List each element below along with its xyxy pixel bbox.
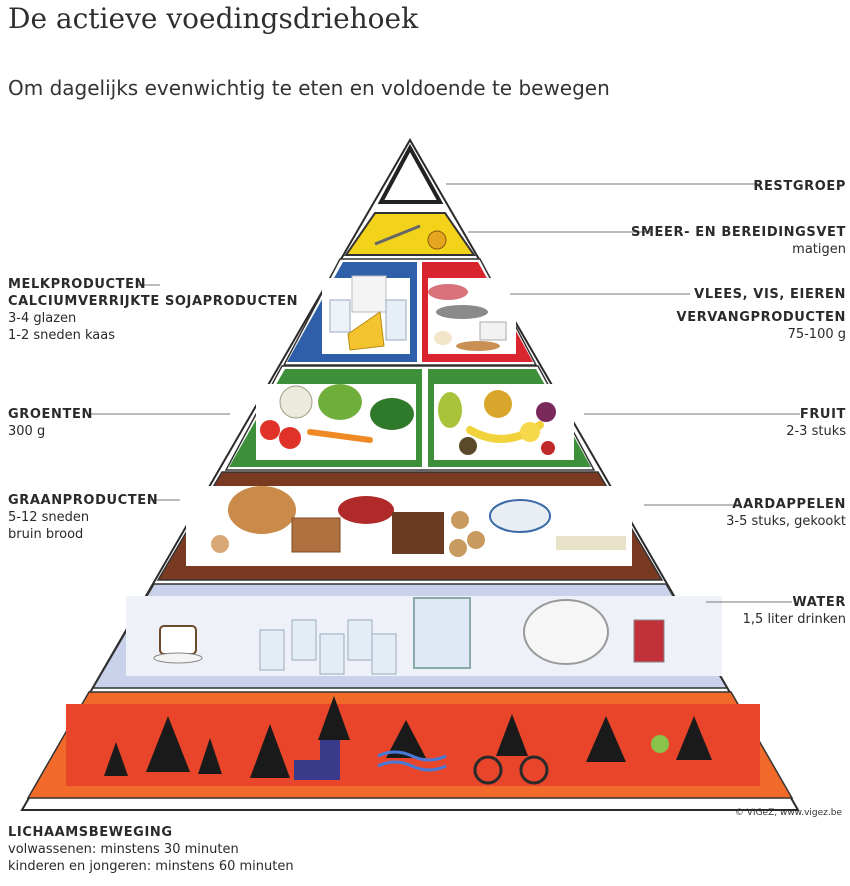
label-aardappelen: AARDAPPELEN 3-5 stuks, gekookt xyxy=(726,496,846,530)
broccoli-shape xyxy=(370,398,414,430)
label-lichaamsbeweging: LICHAAMSBEWEGING volwassenen: minstens 3… xyxy=(8,824,294,875)
leader-lines xyxy=(90,183,800,603)
page-subtitle: Om dagelijks evenwichtig te eten en vold… xyxy=(8,76,610,100)
bicycle-wheel-1 xyxy=(473,755,503,785)
graan-value-2: bruin brood xyxy=(8,527,84,542)
bicycle-wheel-2 xyxy=(519,755,549,785)
bread-loaf-shape xyxy=(228,486,296,534)
page-title: De actieve voedingsdriehoek xyxy=(8,2,419,35)
swim-water-shape xyxy=(377,750,447,772)
meat-shape xyxy=(428,284,468,300)
pasta-bowl-shape xyxy=(338,496,394,524)
cabbage-shape xyxy=(318,384,362,420)
melk-value-2: 1-2 sneden kaas xyxy=(8,328,116,343)
water-jug-shape xyxy=(413,597,471,669)
teapot-shape xyxy=(523,599,609,665)
label-fruit: FRUIT 2-3 stuks xyxy=(786,406,846,440)
aardappel-value: 3-5 stuks, gekookt xyxy=(726,514,846,529)
bread-slices-shape xyxy=(291,517,341,553)
label-water: WATER 1,5 liter drinken xyxy=(743,594,846,628)
fruit-name: FRUIT xyxy=(799,407,846,422)
pear-shape xyxy=(438,392,462,428)
milk-glass-shape xyxy=(329,299,351,333)
tofu-shape xyxy=(479,321,507,341)
pasta-package-shape xyxy=(556,536,626,550)
aardappel-name: AARDAPPELEN xyxy=(732,497,846,512)
vlees-name-1: VLEES, VIS, EIEREN xyxy=(694,287,846,302)
melk-name-1: MELKPRODUCTEN xyxy=(8,277,147,292)
cherry-shape xyxy=(541,441,555,455)
label-melkproducten: MELKPRODUCTEN CALCIUMVERRIJKTE SOJAPRODU… xyxy=(8,276,298,344)
beweging-name: LICHAAMSBEWEGING xyxy=(8,825,173,840)
carrot-shape xyxy=(307,429,373,443)
potato-shape-2 xyxy=(467,531,485,549)
graan-value-1: 5-12 sneden xyxy=(8,510,90,525)
potato-shape-1 xyxy=(451,511,469,529)
cheese-shape xyxy=(347,311,385,351)
oil-bottle-shape xyxy=(427,230,447,250)
plum-shape xyxy=(536,402,556,422)
stairs-shape xyxy=(294,740,340,780)
rice-bowl-shape xyxy=(489,499,551,533)
saucer-shape xyxy=(153,652,203,664)
groenten-name: GROENTEN xyxy=(8,407,93,422)
beweging-value-2: kinderen en jongeren: minstens 60 minute… xyxy=(8,859,294,874)
smeervet-value: matigen xyxy=(792,242,846,257)
tomato-shape-1 xyxy=(260,420,280,440)
lemon-shape xyxy=(520,422,540,442)
melk-value-1: 3-4 glazen xyxy=(8,311,77,326)
coffee-cup-shape xyxy=(159,625,197,655)
copyright: © VIGeZ, www.vigez.be xyxy=(734,808,842,818)
roll-shape xyxy=(211,535,229,553)
knife-shape xyxy=(374,224,421,246)
label-smeervet: SMEER- EN BEREIDINGSVET matigen xyxy=(631,224,846,258)
tennis-ball-shape xyxy=(651,735,669,753)
label-vlees: VLEES, VIS, EIEREN VERVANGPRODUCTEN 75-1… xyxy=(677,286,846,343)
nuts-shape xyxy=(456,341,500,351)
fruit-value: 2-3 stuks xyxy=(786,424,846,439)
yoghurt-bottle-shape xyxy=(385,299,407,341)
kiwi-shape xyxy=(459,437,477,455)
water-glasses xyxy=(259,619,397,675)
vlees-value: 75-100 g xyxy=(787,327,846,342)
rest-group-triangle xyxy=(377,143,444,204)
vlees-name-2: VERVANGPRODUCTEN xyxy=(676,310,846,325)
restgroep-name: RESTGROEP xyxy=(753,179,846,194)
tea-glass-shape xyxy=(633,619,665,663)
milk-carton-shape xyxy=(351,275,387,313)
fish-shape xyxy=(436,305,488,319)
label-graanproducten: GRAANPRODUCTEN 5-12 sneden bruin brood xyxy=(8,492,158,543)
water-value: 1,5 liter drinken xyxy=(742,612,846,627)
graan-name: GRAANPRODUCTEN xyxy=(8,493,159,508)
crackers-shape xyxy=(392,512,444,554)
cauliflower-shape xyxy=(279,385,313,419)
label-groenten: GROENTEN 300 g xyxy=(8,406,93,440)
label-restgroep: RESTGROEP xyxy=(753,178,846,195)
groenten-value: 300 g xyxy=(8,424,46,439)
potato-shape-3 xyxy=(449,539,467,557)
apple-shape xyxy=(484,390,512,418)
smeervet-name: SMEER- EN BEREIDINGSVET xyxy=(631,225,846,240)
water-name: WATER xyxy=(792,595,846,610)
egg-shape xyxy=(434,331,452,345)
activity-figures xyxy=(104,696,712,778)
melk-name-2: CALCIUMVERRIJKTE SOJAPRODUCTEN xyxy=(8,294,299,309)
beweging-value-1: volwassenen: minstens 30 minuten xyxy=(8,842,239,857)
tomato-shape-2 xyxy=(279,427,301,449)
